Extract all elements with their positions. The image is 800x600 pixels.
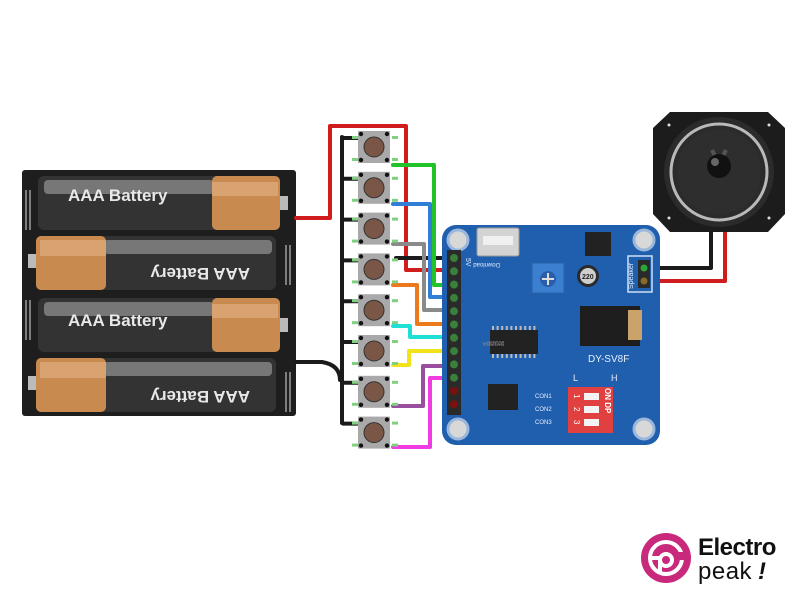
speaker-terminal	[627, 255, 653, 293]
push-button-4[interactable]	[342, 253, 398, 286]
wire-ground	[294, 360, 342, 382]
chip-label: DY1703A	[482, 340, 504, 346]
mounting-hole	[632, 228, 656, 252]
capacitor-label: 220	[582, 274, 594, 281]
con3-label: CON3	[535, 420, 552, 426]
battery-cell-1: AAA Battery	[38, 176, 288, 230]
button-cap[interactable]	[363, 299, 385, 321]
push-button-2[interactable]	[342, 171, 398, 204]
push-button-8[interactable]	[342, 416, 398, 449]
mounting-hole	[446, 228, 470, 252]
con1-label: CON1	[535, 394, 552, 400]
header-pin	[450, 387, 458, 395]
mounting-hole	[632, 417, 656, 441]
con2-label: CON2	[535, 407, 552, 413]
chip-code: 201920	[487, 339, 504, 345]
button-cap[interactable]	[363, 218, 385, 240]
battery-cell-3: AAA Battery	[38, 298, 288, 352]
header-pin	[450, 254, 458, 262]
battery-label: AAA Battery	[68, 186, 168, 205]
wire-speaker-red	[641, 226, 727, 283]
logo-text-peak-word: peak	[698, 558, 753, 585]
header-pin	[450, 347, 458, 356]
push-button-6[interactable]	[342, 335, 398, 367]
battery-cell-4: AAA Battery	[28, 358, 276, 412]
push-button-7[interactable]	[342, 375, 398, 408]
button-cap[interactable]	[363, 177, 385, 199]
wire-io6	[391, 349, 457, 367]
battery-label: AAA Battery	[150, 264, 250, 283]
button-cap[interactable]	[363, 340, 385, 362]
dip-switch-1[interactable]	[584, 393, 599, 400]
button-cap[interactable]	[363, 381, 385, 403]
electropeak-logo: Electro peak!	[638, 530, 788, 586]
header-pin	[450, 280, 458, 289]
dip-switch[interactable]: 1 2 3 ON DP	[568, 387, 613, 433]
logo-text-peak: peak!	[698, 558, 767, 586]
module-name: DY-SV8F	[588, 354, 629, 365]
wire-battery-positive	[294, 124, 457, 272]
dip-left-label: L	[573, 373, 578, 383]
main-chip	[490, 330, 538, 354]
header-pin	[450, 320, 458, 329]
header-pin	[450, 333, 458, 342]
wire-io5	[391, 324, 457, 339]
header-pin	[450, 307, 458, 316]
header-pin	[450, 360, 458, 369]
download-label: Download	[473, 261, 500, 267]
battery-holder	[22, 170, 296, 416]
button-cap[interactable]	[363, 136, 385, 158]
dip-side-label: ON DP	[603, 388, 612, 414]
header-pin	[450, 267, 458, 276]
battery-label: AAA Battery	[150, 387, 250, 406]
header-pin	[450, 400, 458, 409]
speaker	[653, 112, 785, 232]
mounting-hole	[446, 417, 470, 441]
speaker-cone	[707, 154, 731, 178]
push-button-1[interactable]	[342, 131, 398, 163]
header-pin	[450, 373, 458, 382]
dip-switch-2[interactable]	[584, 406, 599, 413]
dip-number: 1	[572, 394, 581, 399]
logo-bang: !	[758, 558, 767, 585]
logo-text-electro: Electro	[698, 534, 776, 561]
dip-number: 2	[572, 407, 581, 412]
ic-top	[585, 232, 611, 256]
push-button-3[interactable]	[342, 212, 398, 245]
wire-io3	[391, 242, 457, 312]
battery-cell-2: AAA Battery	[28, 236, 276, 290]
wire-speaker-black	[641, 226, 713, 270]
push-button-5[interactable]	[342, 294, 398, 327]
wire-io7	[391, 364, 457, 408]
dip-switch-3[interactable]	[584, 419, 599, 426]
electropeak-logo-icon	[641, 533, 691, 583]
push-buttons	[342, 131, 398, 449]
dip-number: 3	[572, 420, 581, 425]
ic-small	[488, 384, 518, 410]
speaker-label: Speaker	[628, 262, 635, 289]
button-cap[interactable]	[363, 422, 385, 444]
wire-io4	[391, 283, 457, 326]
battery-pack: AAA Battery AAA Battery AAA Battery	[22, 170, 296, 416]
dy-sv8f-module: Download 5V 220 Speaker 201920 DY1703A D…	[442, 225, 660, 445]
header-pin	[450, 293, 458, 302]
button-cap[interactable]	[363, 258, 385, 280]
battery-label: AAA Battery	[68, 311, 168, 330]
power-label: 5V	[464, 258, 471, 267]
pin-header	[447, 250, 461, 415]
dip-right-label: H	[611, 373, 618, 383]
